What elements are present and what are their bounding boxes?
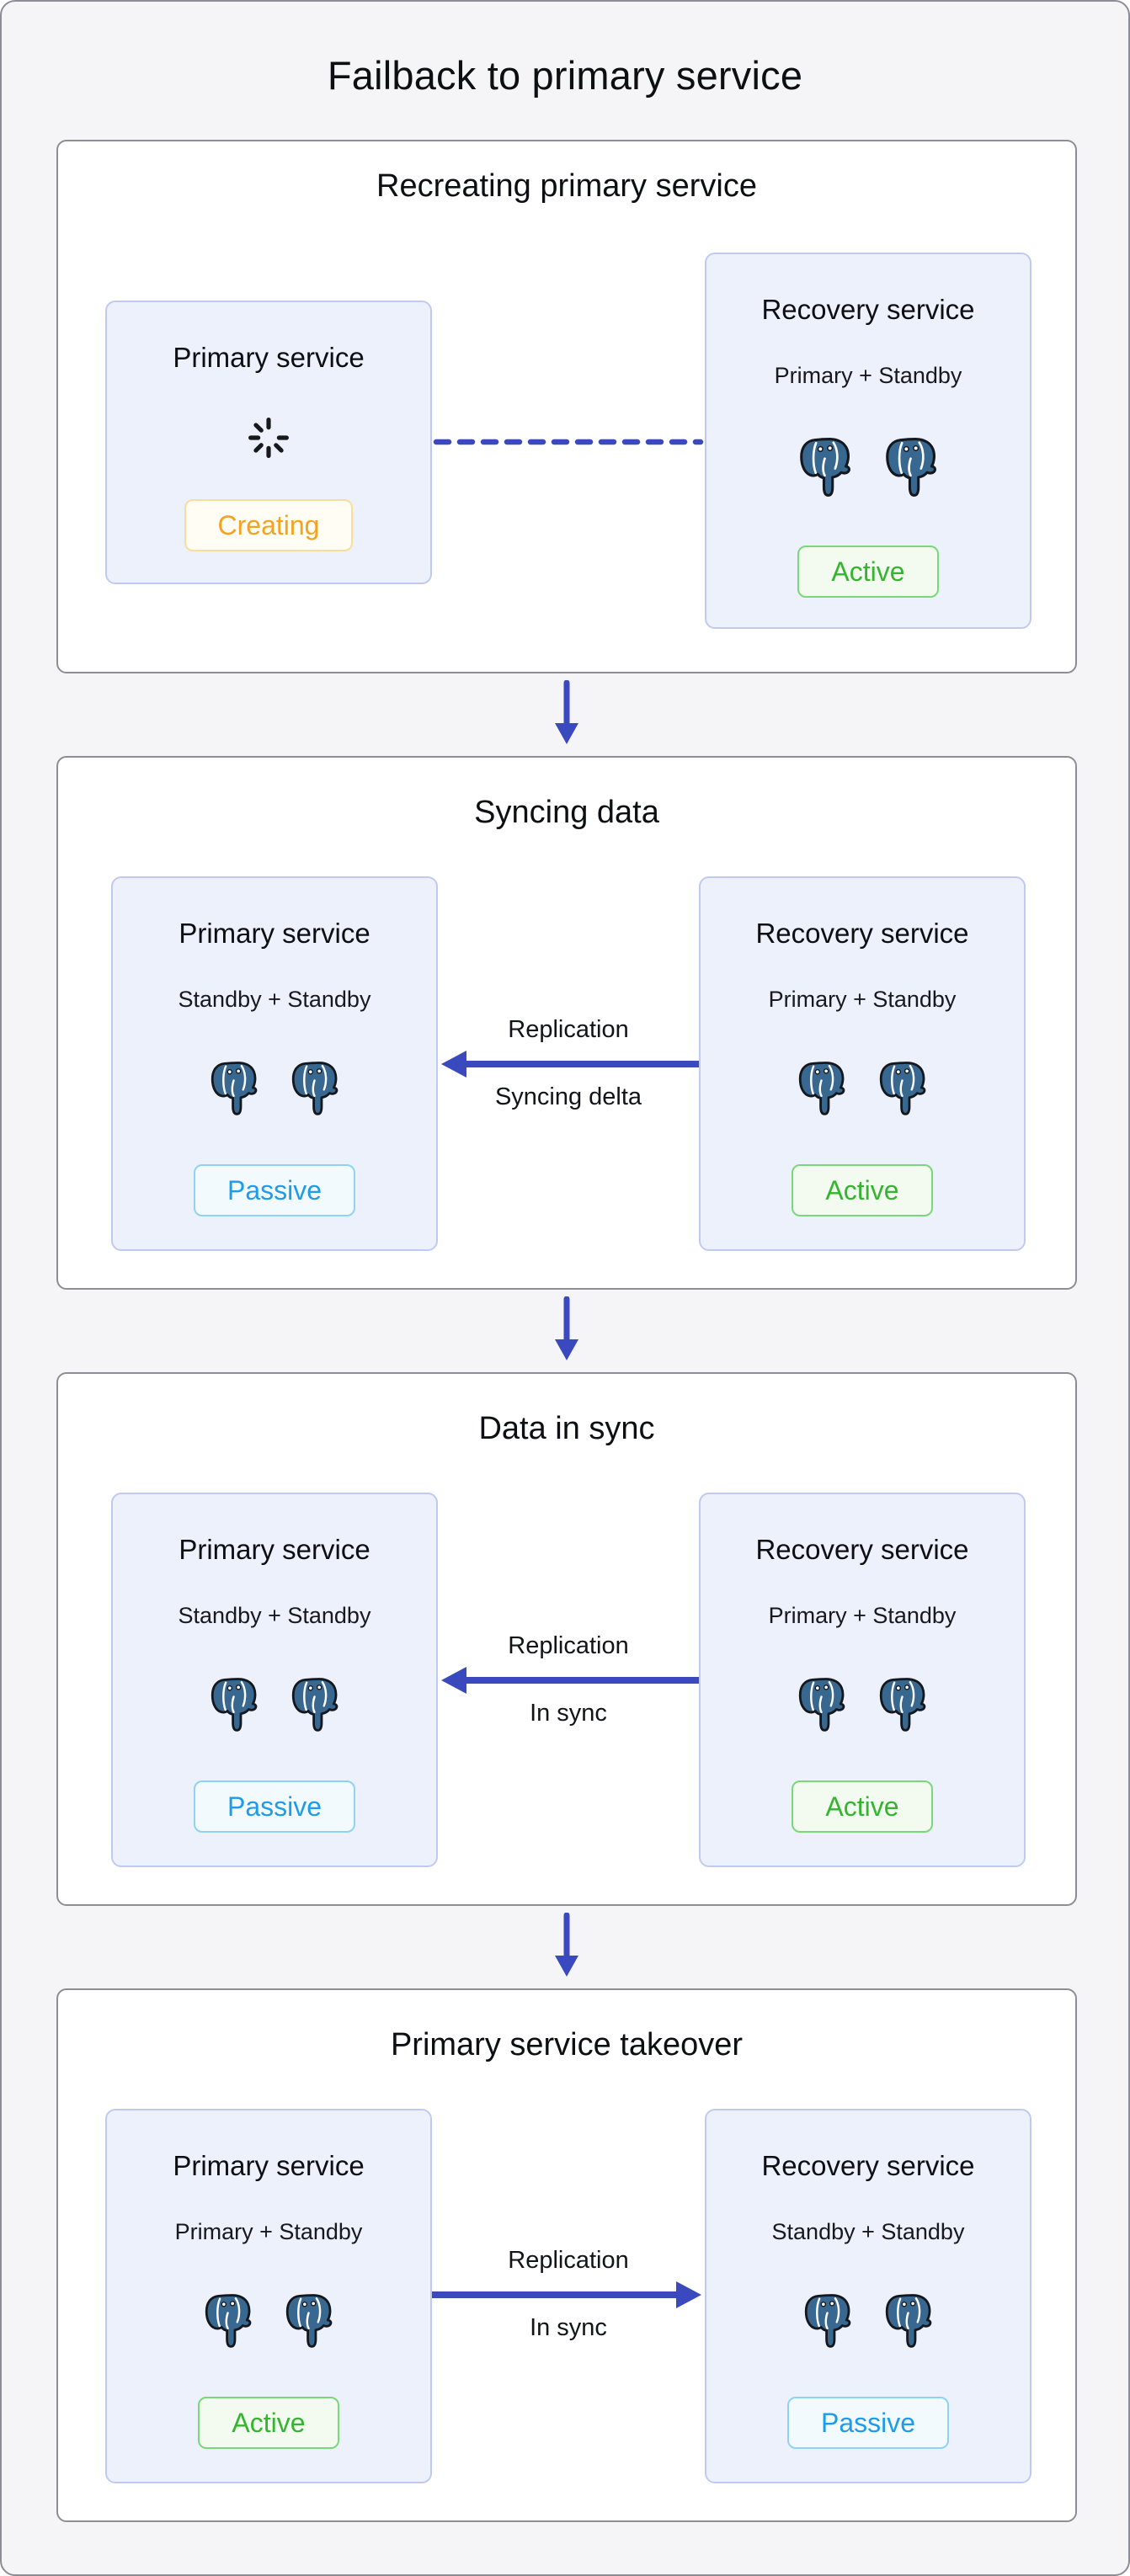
card-title: Primary service: [173, 342, 365, 373]
status-badge: Active: [792, 1164, 933, 1216]
status-badge: Creating: [184, 499, 354, 551]
primary-service-card: Primary service Primary + Standby Active: [105, 2109, 432, 2483]
sync-state-label: In sync: [530, 2314, 607, 2341]
postgres-instances: [797, 436, 939, 497]
postgresql-elephant-icon: [203, 2292, 253, 2348]
card-subtitle: Primary + Standby: [768, 987, 957, 1012]
stage-panel-primary-service-takeover: Primary service takeover Primary service…: [56, 1988, 1077, 2522]
stage-panel-data-in-sync: Data in sync Primary service Standby + S…: [56, 1372, 1077, 1906]
postgresql-elephant-icon: [883, 436, 939, 497]
postgresql-elephant-icon: [797, 1060, 847, 1115]
card-title: Recovery service: [761, 294, 975, 325]
sync-state-label: In sync: [530, 1700, 607, 1727]
diagram-title: Failback to primary service: [327, 53, 803, 98]
replication-connector: Replication Syncing delta: [438, 1014, 699, 1112]
replication-connector: Replication In sync: [438, 1631, 699, 1728]
postgresql-elephant-icon: [284, 2292, 334, 2348]
flow-arrow-down-icon: [552, 1913, 582, 1978]
sync-state-label: Syncing delta: [494, 1083, 642, 1110]
postgresql-elephant-icon: [797, 1676, 847, 1732]
card-subtitle: Primary + Standby: [774, 363, 962, 388]
postgres-instances: [203, 2292, 334, 2348]
stage-title: Recreating primary service: [376, 168, 757, 204]
replication-arrow-left-icon: [441, 1667, 699, 1694]
flow-arrow-down-icon: [552, 1296, 582, 1362]
postgres-instances: [209, 1060, 340, 1115]
replication-arrow-left-icon: [441, 1051, 699, 1078]
card-title: Recovery service: [761, 2150, 975, 2181]
postgresql-elephant-icon: [877, 1060, 928, 1115]
postgresql-elephant-icon: [877, 1676, 928, 1732]
card-subtitle: Primary + Standby: [174, 2219, 363, 2244]
card-title: Recovery service: [755, 918, 969, 949]
flow-arrow-down-icon: [552, 680, 582, 746]
stage-panel-recreating-primary-service: Recreating primary service Primary servi…: [56, 140, 1077, 673]
postgresql-elephant-icon: [883, 2292, 934, 2348]
postgres-instances: [209, 1676, 340, 1732]
postgresql-elephant-icon: [797, 436, 853, 497]
replication-label: Replication: [508, 2247, 629, 2274]
postgres-instances: [802, 2292, 934, 2348]
replication-label: Replication: [508, 1016, 629, 1043]
card-title: Primary service: [179, 918, 370, 949]
card-subtitle: Standby + Standby: [178, 987, 371, 1012]
status-badge: Passive: [193, 1780, 356, 1833]
card-title: Recovery service: [755, 1534, 969, 1565]
recovery-service-card: Recovery service Primary + Standby Activ…: [705, 253, 1031, 629]
card-subtitle: Standby + Standby: [771, 2219, 965, 2244]
postgres-instances: [797, 1060, 928, 1115]
replication-label: Replication: [508, 1632, 629, 1659]
postgresql-elephant-icon: [802, 2292, 853, 2348]
postgresql-elephant-icon: [290, 1060, 340, 1115]
dashed-link-icon: [433, 439, 704, 445]
recovery-service-card: Recovery service Primary + Standby Activ…: [699, 1493, 1026, 1867]
card-subtitle: Primary + Standby: [768, 1603, 957, 1628]
card-title: Primary service: [173, 2150, 365, 2181]
recovery-service-card: Recovery service Primary + Standby Activ…: [699, 876, 1026, 1251]
primary-service-card: Primary service Standby + Standby Passiv…: [111, 1493, 438, 1867]
postgres-instances: [797, 1676, 928, 1732]
stage-panel-syncing-data: Syncing data Primary service Standby + S…: [56, 756, 1077, 1290]
postgresql-elephant-icon: [209, 1060, 259, 1115]
status-badge: Passive: [786, 2397, 950, 2449]
status-badge: Passive: [193, 1164, 356, 1216]
replication-arrow-right-icon: [432, 2281, 701, 2308]
primary-service-card: Primary service Creating: [105, 301, 432, 584]
primary-service-card: Primary service Standby + Standby Passiv…: [111, 876, 438, 1251]
stage-title: Data in sync: [478, 1411, 655, 1446]
stage-title: Syncing data: [474, 795, 659, 830]
postgresql-elephant-icon: [209, 1676, 259, 1732]
replication-connector: Replication In sync: [432, 2245, 705, 2343]
postgresql-elephant-icon: [290, 1676, 340, 1732]
card-title: Primary service: [179, 1534, 370, 1565]
card-subtitle: Standby + Standby: [178, 1603, 371, 1628]
status-badge: Active: [792, 1780, 933, 1833]
status-badge: Active: [198, 2397, 339, 2449]
recovery-service-card: Recovery service Standby + Standby Passi…: [705, 2109, 1031, 2483]
stage-title: Primary service takeover: [390, 2027, 744, 2062]
loading-spinner-icon: [246, 415, 291, 460]
status-badge: Active: [797, 546, 939, 598]
